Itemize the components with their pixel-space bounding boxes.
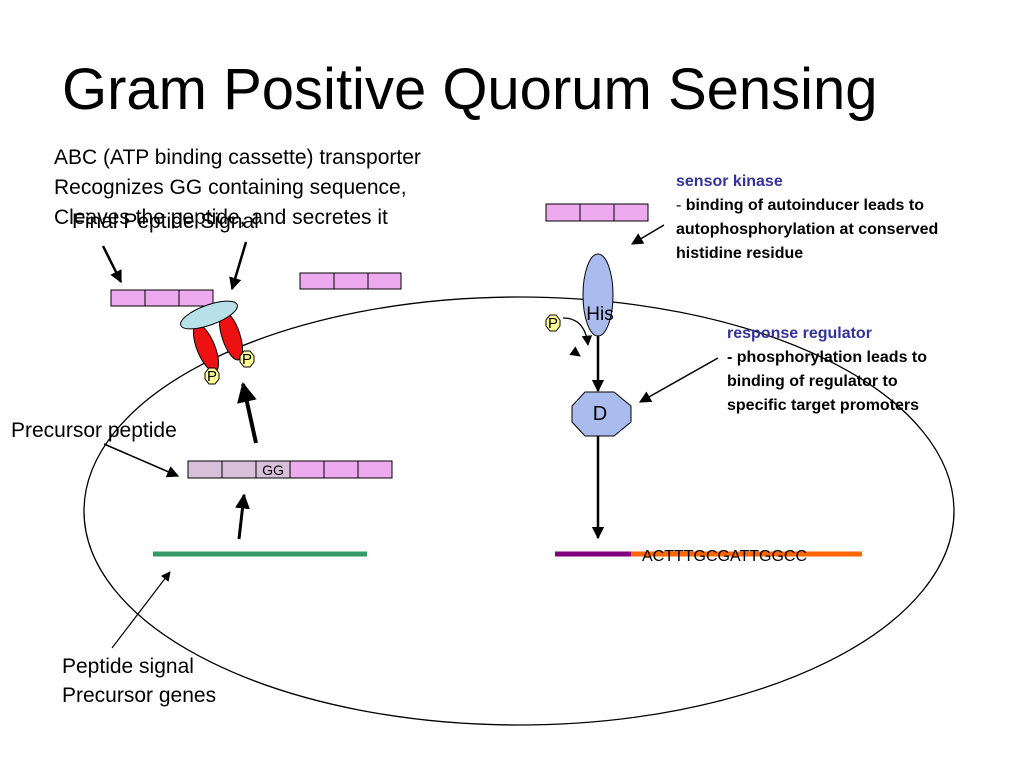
- sensor-kinase-line-3: histidine residue: [676, 245, 804, 262]
- page-title: Gram Positive Quorum Sensing: [62, 57, 878, 122]
- response-regulator-line-3: specific target promoters: [727, 397, 920, 414]
- phosphate-transporter-2: P: [204, 367, 220, 385]
- arrow-to-precursor-genes: [111, 571, 171, 649]
- peptide-signal-middle: [299, 272, 402, 290]
- gg-label: GG: [262, 462, 284, 478]
- final-peptide-label: Final Peptide Signal: [72, 210, 259, 233]
- peptide-signal-left: [110, 289, 214, 307]
- peptide-genes-line-2: Precursor genes: [62, 684, 217, 707]
- precursor-peptide: GG: [187, 460, 393, 479]
- arrow-to-final-peptide-right: [229, 241, 248, 291]
- phosphate-transporter-1: P: [239, 350, 255, 368]
- peptide-signal-right: [545, 203, 649, 222]
- abc-transporter: [180, 300, 244, 372]
- arrow-to-sensor-kinase: [630, 224, 665, 245]
- phosphotransfer-arrow-small: [569, 346, 581, 357]
- phosphate-label: P: [242, 351, 252, 368]
- phosphotransfer-arrow: [562, 317, 593, 347]
- arrow-to-precursor-peptide: [103, 443, 180, 478]
- abc-transporter-line-3: Cleaves the peptide, and secretes it: [54, 206, 388, 229]
- arrow-to-response-regulator: [638, 357, 719, 403]
- abc-transporter-line-1: ABC (ATP binding cassette) transporter: [54, 146, 421, 169]
- his-label: His: [586, 304, 613, 325]
- phosphate-label: P: [548, 315, 558, 332]
- arrow-to-transporter: [237, 382, 258, 444]
- arrow-to-final-peptide-left: [101, 245, 123, 284]
- d-label: D: [593, 403, 607, 425]
- phosphate-label: P: [207, 368, 217, 385]
- response-regulator-heading: response regulator: [727, 325, 872, 342]
- response-regulator: [571, 391, 632, 437]
- abc-transporter-line-2: Recognizes GG containing sequence,: [54, 176, 407, 199]
- promoter-sequence: ACTTTGCGATTGGCC: [642, 548, 807, 565]
- peptide-genes-line-1: Peptide signal: [62, 655, 194, 678]
- sensor-kinase-line-2: autophosphorylation at conserved: [676, 221, 939, 238]
- sensor-kinase-line-1-text: binding of autoinducer leads to: [685, 197, 924, 214]
- sensor-kinase-line-1: - binding of autoinducer leads to: [676, 194, 924, 218]
- sensor-kinase-heading: sensor kinase: [676, 173, 783, 190]
- arrow-translation: [235, 493, 250, 540]
- response-regulator-line-1: - phosphorylation leads to: [727, 349, 928, 366]
- response-regulator-line-2: binding of regulator to: [727, 373, 898, 390]
- phosphate-kinase: P: [545, 314, 561, 332]
- precursor-peptide-label: Precursor peptide: [11, 419, 177, 442]
- sensor-kinase-dash: -: [676, 197, 686, 214]
- cell-membrane: [83, 296, 955, 726]
